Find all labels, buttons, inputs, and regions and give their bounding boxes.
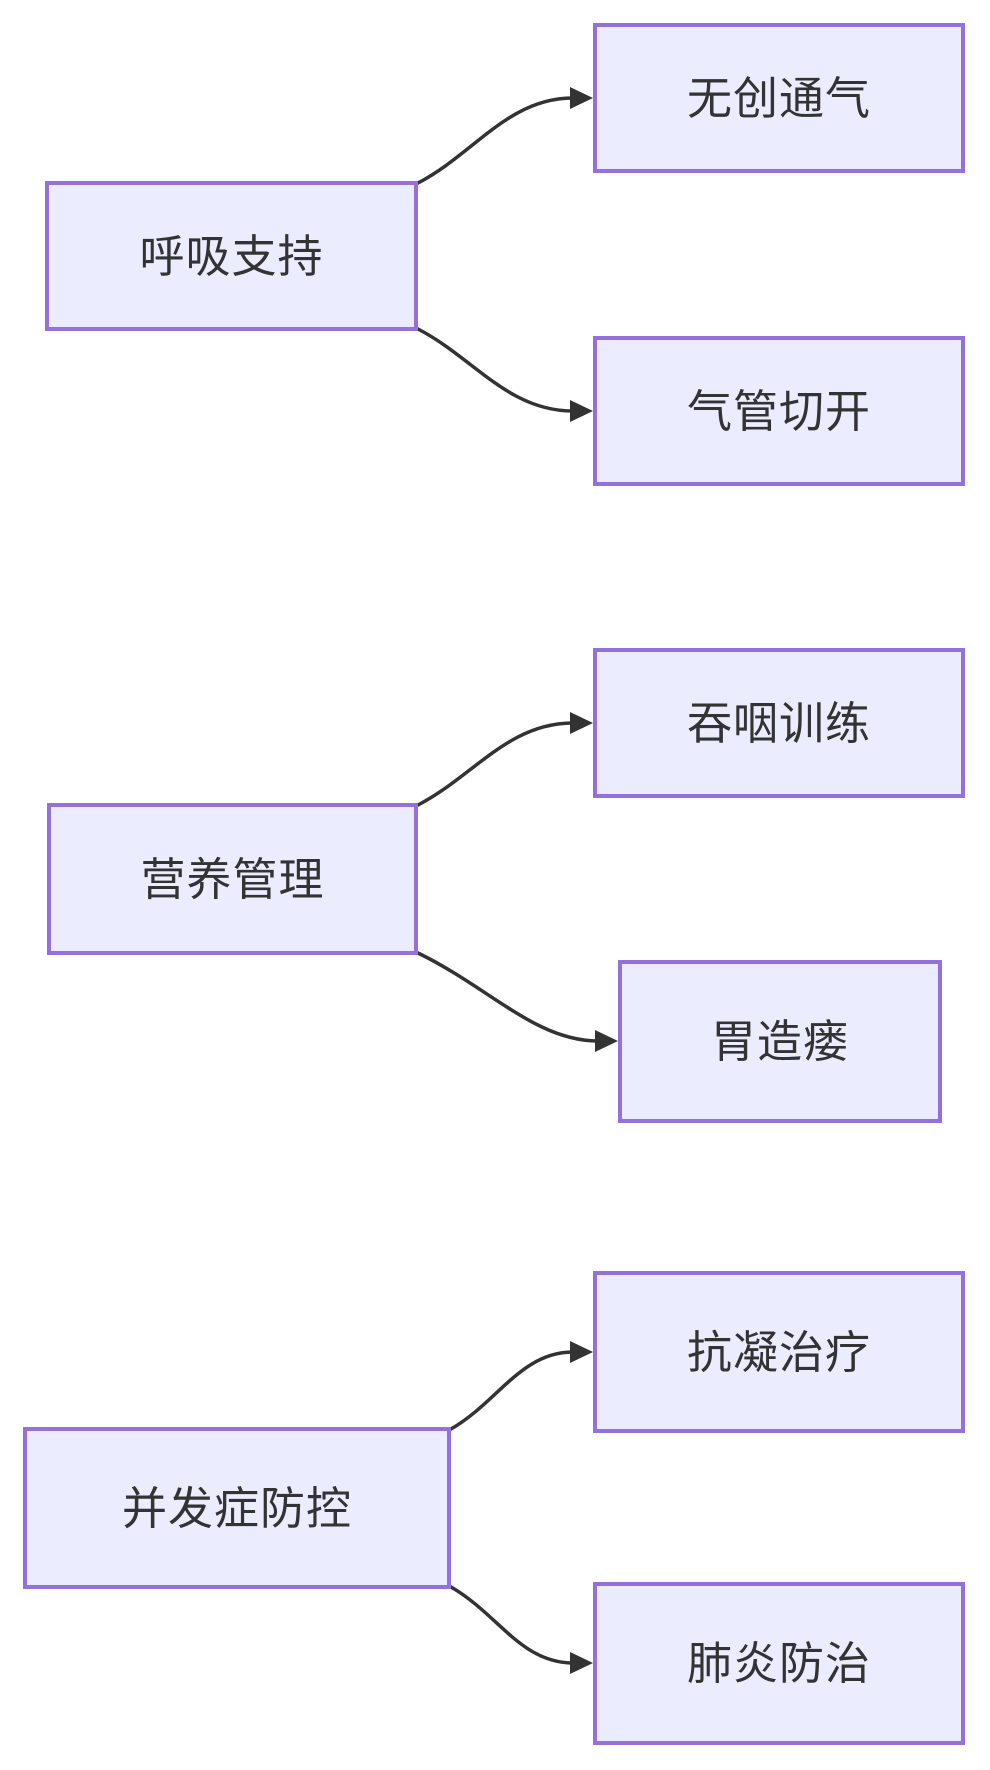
node-label: 吞咽训练 <box>686 697 871 749</box>
node-nutrition-management: 营养管理 <box>47 803 418 955</box>
node-label: 无创通气 <box>686 72 871 124</box>
node-swallowing-training: 吞咽训练 <box>593 648 965 798</box>
node-pneumonia-prevention: 肺炎防治 <box>593 1582 965 1745</box>
edge-nutrition-to-swallowing <box>416 712 593 807</box>
node-label: 营养管理 <box>140 853 325 905</box>
node-tracheostomy: 气管切开 <box>593 336 965 486</box>
edge-respiratory-to-noninvasive <box>416 87 593 185</box>
node-label: 呼吸支持 <box>139 230 324 282</box>
node-gastrostomy: 胃造瘘 <box>618 960 942 1123</box>
node-noninvasive-ventilation: 无创通气 <box>593 23 965 173</box>
node-label: 胃造瘘 <box>710 1016 849 1067</box>
node-complication-prevention: 并发症防控 <box>23 1427 451 1589</box>
node-anticoagulation-therapy: 抗凝治疗 <box>593 1271 965 1433</box>
edge-respiratory-to-tracheostomy <box>416 327 593 422</box>
node-label: 气管切开 <box>686 385 871 437</box>
node-label: 抗凝治疗 <box>686 1326 871 1378</box>
edge-complication-to-anticoagulation <box>449 1341 593 1431</box>
node-label: 肺炎防治 <box>686 1638 871 1689</box>
edge-complication-to-pneumonia <box>449 1585 593 1674</box>
edge-nutrition-to-gastrostomy <box>416 951 618 1052</box>
node-respiratory-support: 呼吸支持 <box>45 181 418 331</box>
node-label: 并发症防控 <box>121 1482 352 1534</box>
